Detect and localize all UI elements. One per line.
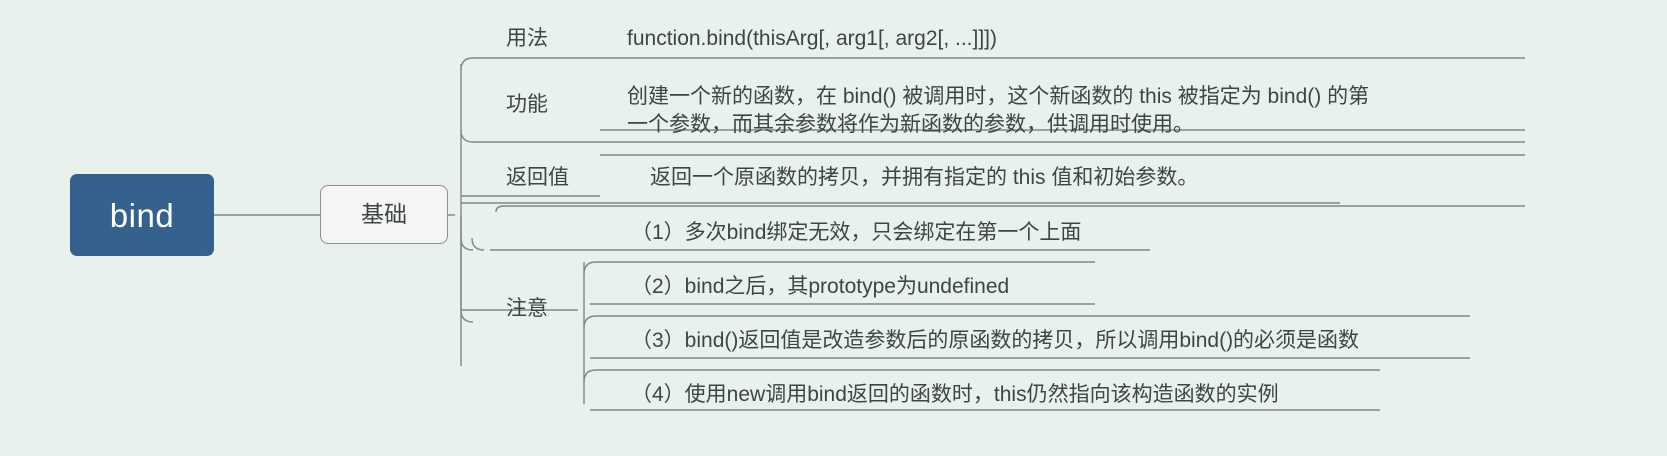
topic-label-return-value[interactable]: 返回值: [506, 166, 569, 189]
leaf-functionality-line-2: 一个参数，而其余参数将作为新函数的参数，供调用时使用。: [627, 112, 1194, 136]
root-node-label: bind: [109, 196, 175, 234]
leaf-notice-2[interactable]: （2）bind之后，其prototype为undefined: [631, 275, 1010, 298]
leaf-return-value-text[interactable]: 返回一个原函数的拷贝，并拥有指定的 this 值和初始参数。: [650, 166, 1199, 189]
leaf-functionality-line-1: 创建一个新的函数，在 bind() 被调用时，这个新函数的 this 被指定为 …: [627, 85, 1370, 108]
leaf-functionality-text[interactable]: 创建一个新的函数，在 bind() 被调用时，这个新函数的 this 被指定为 …: [627, 83, 1507, 139]
topic-label-functionality[interactable]: 功能: [506, 93, 548, 116]
branch-node-label: 基础: [361, 201, 407, 227]
topic-label-notice[interactable]: 注意: [506, 297, 548, 320]
leaf-usage-signature[interactable]: function.bind(thisArg[, arg1[, arg2[, ..…: [627, 27, 998, 50]
leaf-notice-4[interactable]: （4）使用new调用bind返回的函数时，this仍然指向该构造函数的实例: [631, 383, 1279, 406]
topic-label-usage[interactable]: 用法: [506, 27, 548, 50]
root-node-bind[interactable]: bind: [70, 174, 214, 256]
leaf-notice-1[interactable]: （1）多次bind绑定无效，只会绑定在第一个上面: [631, 221, 1082, 244]
branch-node-basics[interactable]: 基础: [320, 185, 448, 244]
leaf-notice-3[interactable]: （3）bind()返回值是改造参数后的原函数的拷贝，所以调用bind()的必须是…: [631, 329, 1360, 352]
